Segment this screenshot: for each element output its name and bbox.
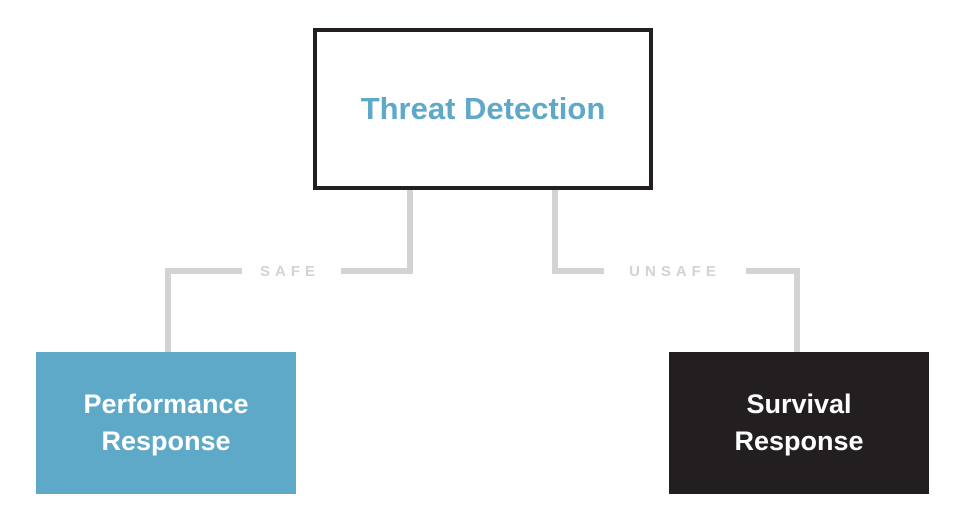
unsafe-edge-label: UNSAFE [629, 263, 721, 280]
performance-response-line1: Performance [83, 389, 249, 419]
unsafe-connector-left [552, 190, 604, 274]
threat-detection-label: Threat Detection [360, 91, 606, 126]
safe-connector-right [341, 190, 413, 274]
survival-response-node: Survival Response [669, 352, 929, 494]
threat-detection-node: Threat Detection [313, 28, 653, 190]
survival-response-line2: Response [734, 426, 864, 456]
performance-response-node: Performance Response [36, 352, 296, 494]
performance-response-line2: Response [101, 426, 231, 456]
safe-edge-label: SAFE [259, 263, 320, 280]
survival-response-line1: Survival [746, 389, 852, 419]
unsafe-connector-right [746, 268, 800, 352]
safe-connector-left [165, 268, 242, 352]
